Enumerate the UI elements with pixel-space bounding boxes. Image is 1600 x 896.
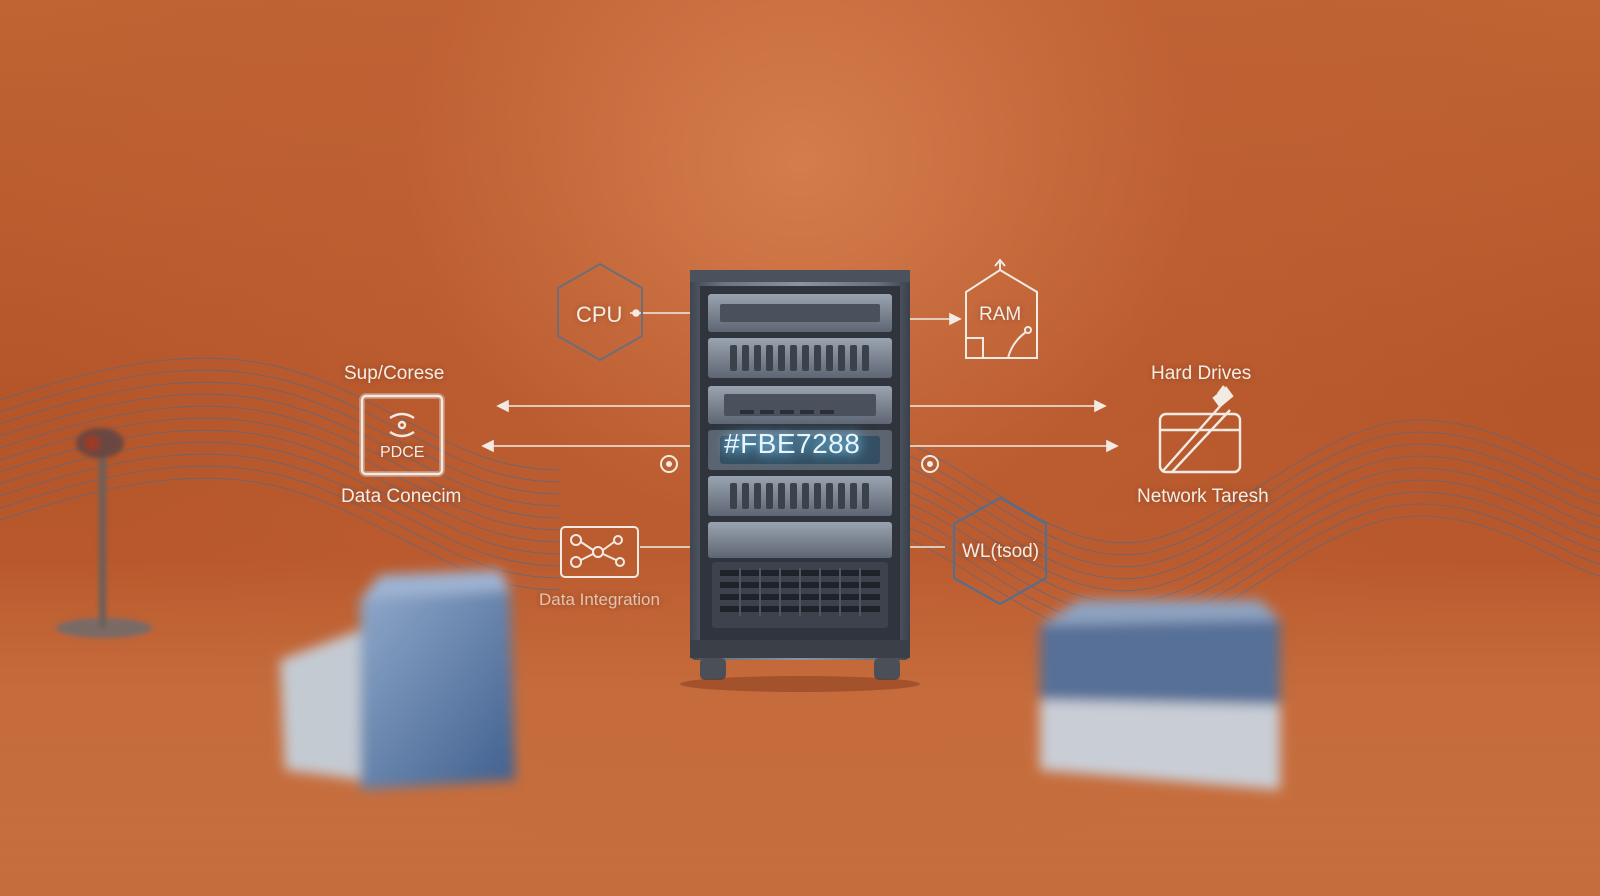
connector-arrows [481,309,1119,548]
network-taresh-label: Network Taresh [1137,486,1269,507]
hard-drives-label: Hard Drives [1151,363,1252,384]
hexagon-icon [953,496,1047,606]
house-icon [965,258,1038,359]
wl-tsod-label: WL(tsod) [962,541,1040,562]
blurred-cube-left [280,570,515,790]
cpu-label: CPU [576,302,623,327]
blurred-cube-right [1040,600,1280,790]
desk-lamp [56,428,152,638]
pdce-label: PDCE [380,444,425,461]
ram-label: RAM [979,304,1022,325]
network-diagram-icon [560,526,639,578]
server-code-label: #FBE7288 [724,428,861,459]
data-integration-label: Data Integration [539,590,660,609]
server-rack [680,270,920,692]
chip-icon [359,393,445,477]
hexagon-icon [557,262,643,362]
sup-corese-label: Sup/Corese [344,363,445,384]
drive-icon [1158,385,1242,474]
data-conecim-label: Data Conecim [341,486,462,507]
node-dots [660,455,939,473]
